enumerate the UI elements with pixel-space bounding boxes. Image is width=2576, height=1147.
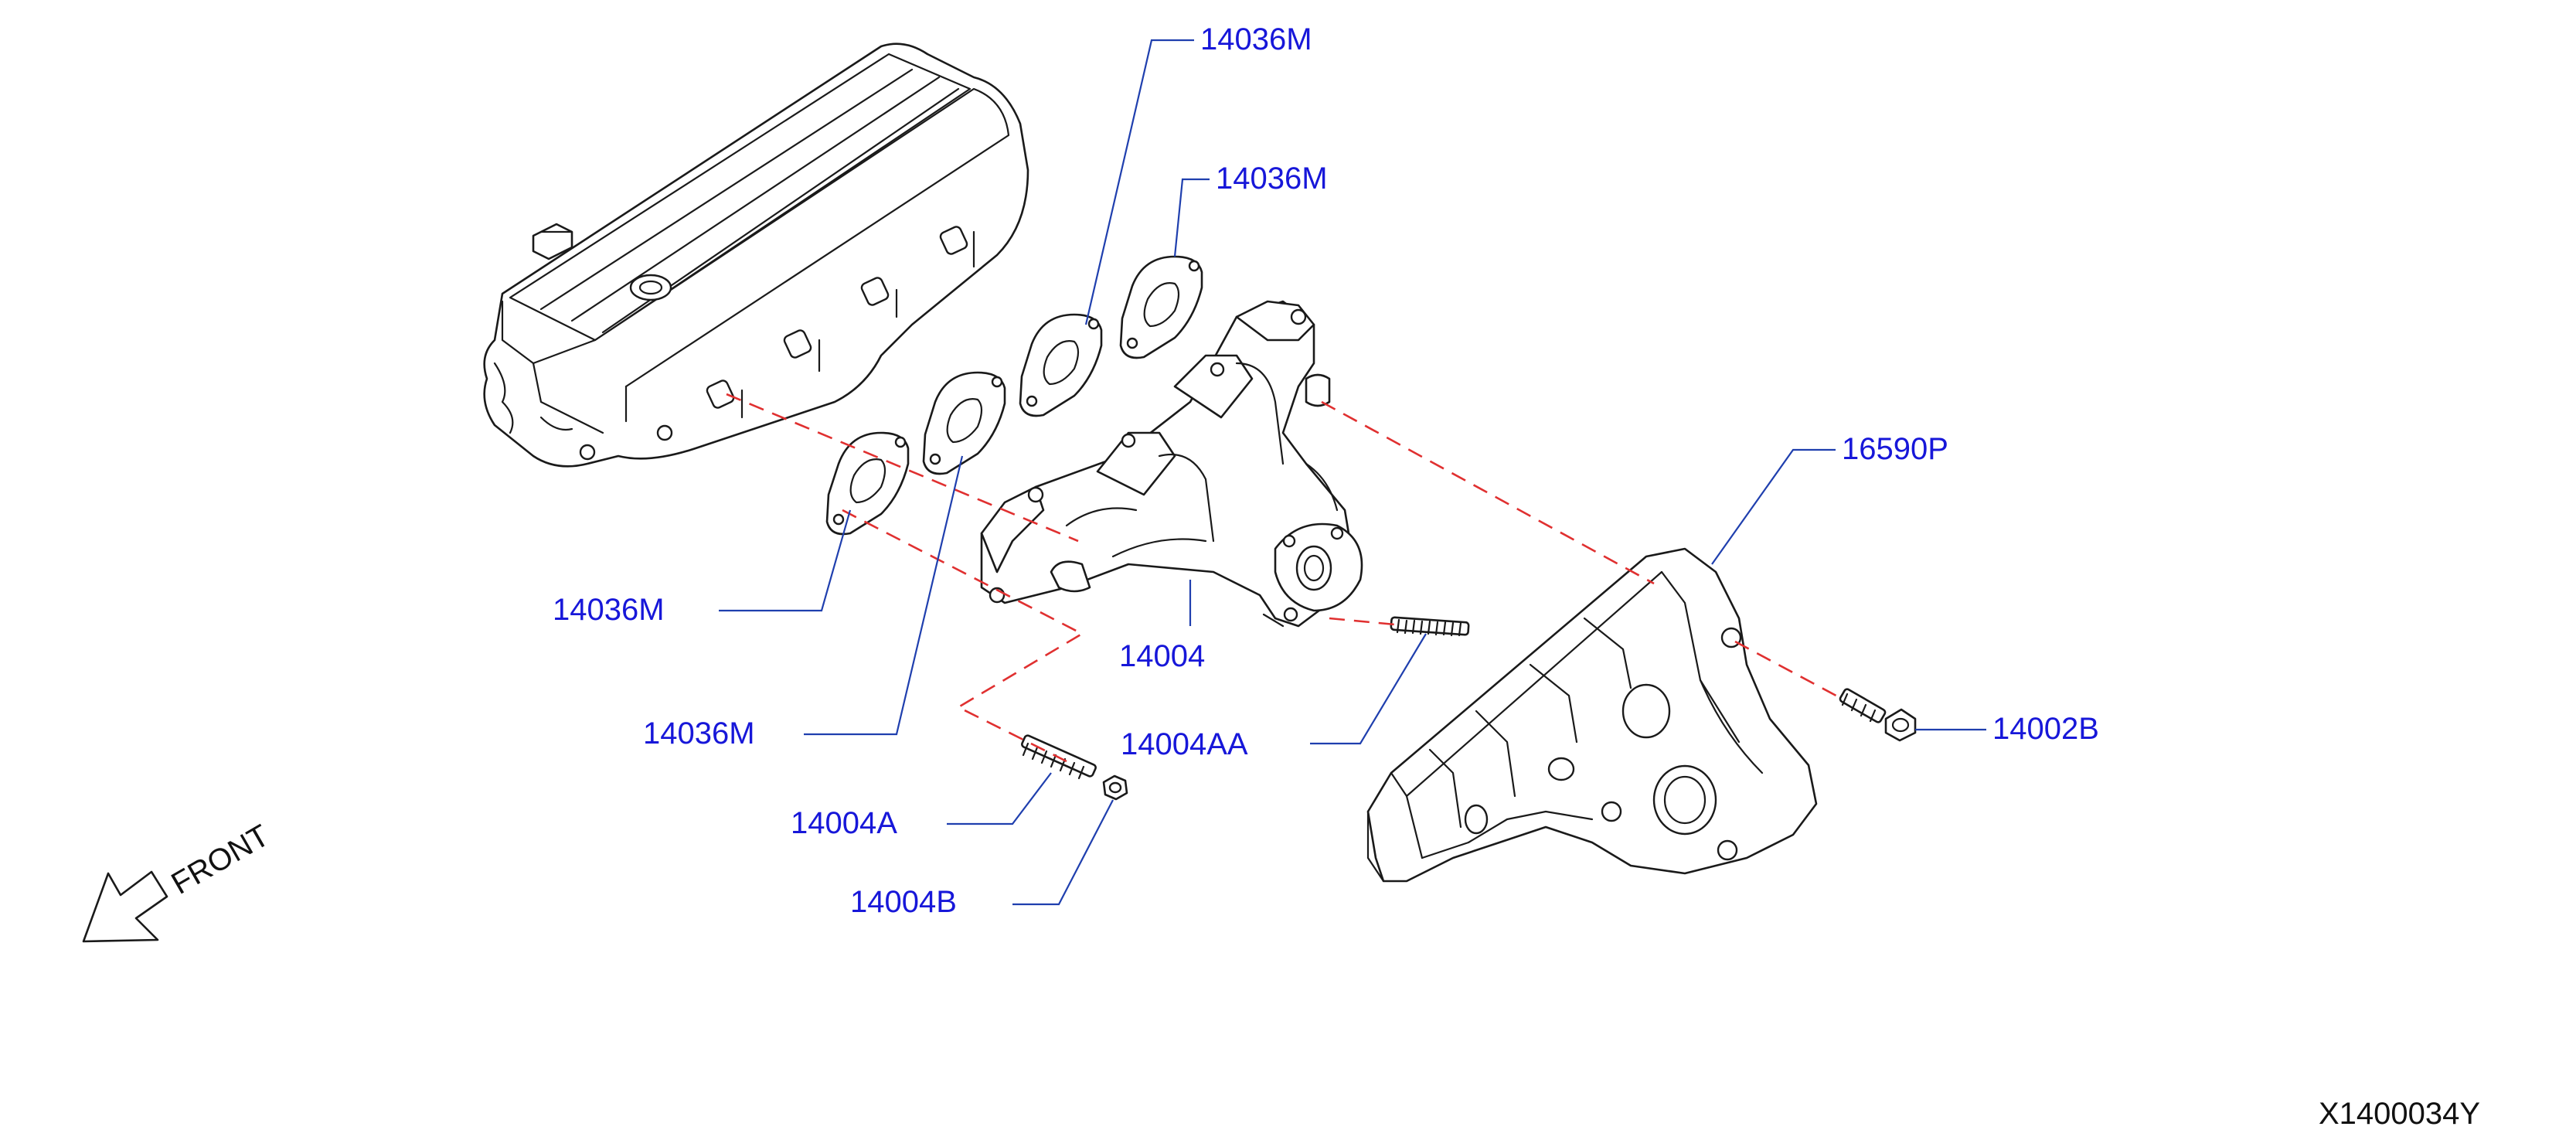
gasket-lower-left: [825, 431, 910, 536]
callout-label: 14004: [1119, 639, 1205, 673]
front-indicator: FRONT: [82, 819, 275, 943]
leader-c8: [1012, 799, 1114, 906]
callout-label: 14036M: [1216, 162, 1328, 196]
leader-c4: [804, 455, 964, 736]
stud-14004a: [1021, 734, 1097, 780]
callout-labels: 14036M 14036M 14036M 14036M 14004 14004A…: [553, 22, 2099, 919]
leader-c1: [1084, 39, 1194, 325]
gasket-upper-right: [1119, 255, 1203, 359]
callout-label: 16590P: [1842, 432, 1948, 466]
diagram-code: X1400034Y: [2319, 1097, 2480, 1131]
heat-shield: [1366, 547, 1818, 883]
leader-c2: [1173, 178, 1210, 257]
leader-c6: [1310, 633, 1427, 745]
leader-c9: [1711, 448, 1836, 565]
callout-label: 14036M: [1200, 22, 1312, 56]
callout-label: 14002B: [1992, 712, 2099, 746]
assembly-lines: [726, 393, 1844, 763]
front-arrow-icon: [82, 870, 168, 943]
bolt-14002b: [1839, 688, 1917, 742]
callout-label: 14004A: [791, 806, 897, 840]
callout-label: 14004B: [850, 885, 957, 919]
leader-c7: [947, 772, 1052, 825]
nut-14004b: [1102, 774, 1128, 801]
leader-c3: [719, 509, 852, 612]
stud-14004aa: [1390, 616, 1470, 637]
callout-label: 14036M: [553, 593, 665, 627]
gasket-lower-right: [922, 371, 1006, 475]
leader-lines: [719, 39, 1986, 906]
cylinder-head: [483, 43, 1029, 468]
exhaust-manifold: [980, 300, 1363, 628]
front-label: FRONT: [166, 819, 275, 901]
gasket-upper-left: [1019, 313, 1103, 417]
callout-label: 14004AA: [1121, 727, 1248, 761]
callout-label: 14036M: [643, 716, 755, 750]
